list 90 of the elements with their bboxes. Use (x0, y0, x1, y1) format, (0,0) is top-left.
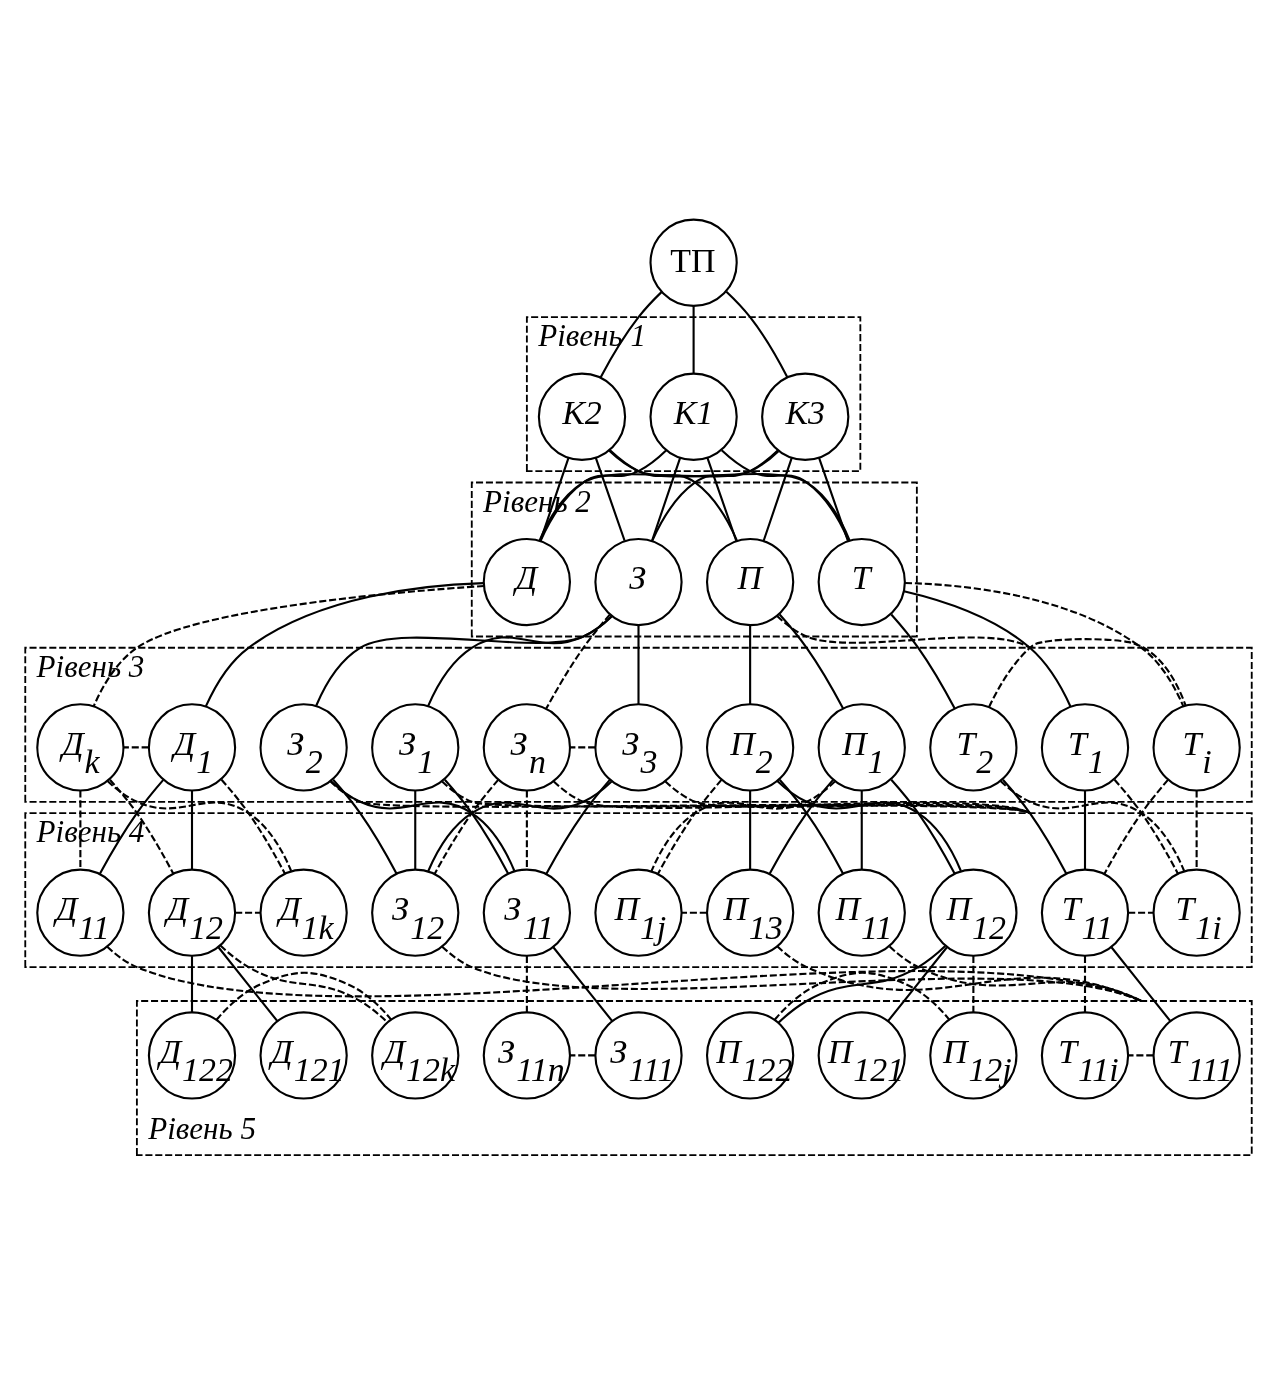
connector (545, 778, 611, 874)
connector (594, 457, 626, 541)
connector (988, 637, 1187, 707)
connector (972, 955, 975, 1012)
connector (539, 448, 668, 542)
connector (525, 790, 528, 870)
connector (650, 780, 836, 872)
connector (1195, 790, 1198, 870)
connector (215, 971, 392, 1021)
connector (106, 779, 293, 871)
connector (762, 457, 793, 541)
connector (553, 780, 1031, 814)
connector (538, 449, 780, 541)
connector (999, 779, 1186, 871)
connector (190, 790, 194, 870)
connector (1002, 778, 1068, 874)
connector (860, 790, 863, 870)
node-circle: Т (817, 537, 906, 626)
connector (330, 779, 516, 871)
connector (219, 944, 388, 1023)
connector (903, 589, 1072, 707)
connector (720, 448, 850, 541)
connector (768, 778, 834, 874)
connector (637, 624, 640, 704)
connector (656, 778, 723, 874)
connector (1128, 911, 1154, 914)
connector (773, 971, 950, 1021)
connector (427, 780, 613, 872)
connector (433, 778, 499, 874)
connector (776, 779, 962, 871)
connector (545, 613, 611, 709)
connector (204, 581, 484, 707)
connector (599, 290, 663, 378)
connector (92, 584, 484, 707)
connector (217, 946, 279, 1022)
connector (332, 778, 398, 874)
connector (414, 790, 417, 870)
connector (570, 745, 596, 748)
connector (1103, 778, 1169, 874)
connector (725, 290, 789, 378)
node-circle: К2 (537, 372, 627, 461)
connector (315, 615, 613, 706)
connector (749, 790, 752, 870)
connector (441, 780, 1031, 814)
connector (890, 613, 956, 709)
connector (235, 911, 261, 914)
connector (749, 624, 752, 704)
connector (776, 614, 1031, 649)
connector (776, 945, 1142, 1002)
connector (778, 778, 845, 874)
connector (444, 778, 510, 874)
connector (441, 945, 1142, 1002)
node-circle: К1 (649, 372, 738, 461)
connector (608, 449, 851, 541)
connector (887, 946, 948, 1022)
connector (890, 778, 956, 874)
connector (651, 448, 779, 542)
connector (1083, 790, 1087, 870)
connector (777, 944, 946, 1023)
node-circle: К3 (761, 372, 850, 461)
connector (98, 778, 165, 874)
node-circle: П (705, 537, 795, 626)
connector (1083, 955, 1087, 1012)
node-circle: Д (482, 537, 572, 626)
node-circle: ТП (649, 218, 738, 307)
connector (692, 305, 695, 373)
connector (190, 955, 194, 1012)
connector (888, 945, 1142, 1002)
connector (123, 745, 149, 748)
connector (818, 457, 849, 541)
node-circle: З (594, 537, 683, 626)
connector (778, 613, 845, 709)
connector (706, 457, 738, 541)
connector (1113, 778, 1179, 874)
connector (681, 911, 707, 914)
connector (552, 946, 614, 1022)
connector (220, 778, 286, 874)
connector (664, 780, 1031, 814)
connector (1110, 946, 1172, 1022)
connector (106, 945, 1142, 1002)
connector (609, 448, 738, 541)
connector (109, 778, 175, 874)
connector (905, 581, 1185, 707)
connector (79, 790, 82, 870)
connector (1128, 1053, 1154, 1056)
connector (329, 780, 1031, 814)
connector (651, 457, 682, 541)
connector (525, 955, 528, 1012)
connector (570, 1053, 596, 1056)
connector (427, 614, 613, 707)
